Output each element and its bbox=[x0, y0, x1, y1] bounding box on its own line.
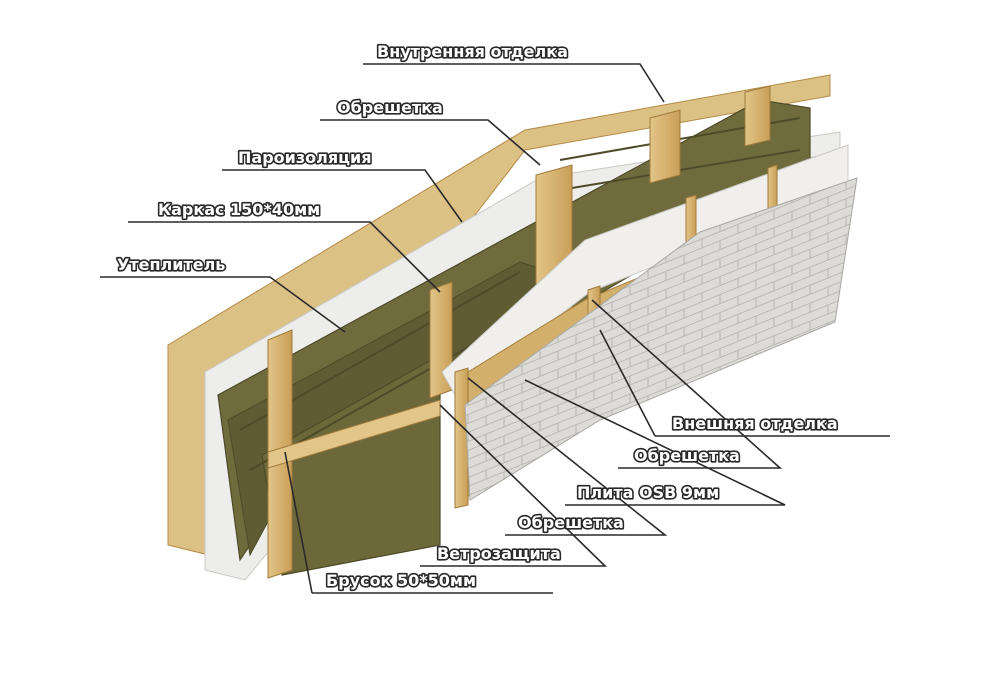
leader-lines bbox=[100, 63, 890, 594]
labels: Внутренняя отделка Обрешетка Пароизоляци… bbox=[115, 40, 839, 591]
label-insulation: Утеплитель bbox=[117, 255, 225, 274]
label-inner-finish: Внутренняя отделка bbox=[377, 42, 568, 61]
label-batten-outer-2: Обрешетка bbox=[518, 513, 624, 532]
outer-finish-layer bbox=[464, 177, 858, 501]
label-vapor-barrier: Пароизоляция bbox=[238, 148, 371, 167]
label-osb-board: Плита OSB 9мм bbox=[577, 483, 719, 502]
label-bar: Брусок 50*50мм bbox=[326, 571, 476, 590]
label-batten-inner: Обрешетка bbox=[337, 98, 443, 117]
label-batten-outer-1: Обрешетка bbox=[634, 446, 740, 465]
label-frame: Каркас 150*40мм bbox=[158, 200, 320, 219]
label-outer-finish: Внешняя отделка bbox=[672, 414, 838, 433]
label-wind-barrier: Ветрозащита bbox=[437, 544, 561, 563]
